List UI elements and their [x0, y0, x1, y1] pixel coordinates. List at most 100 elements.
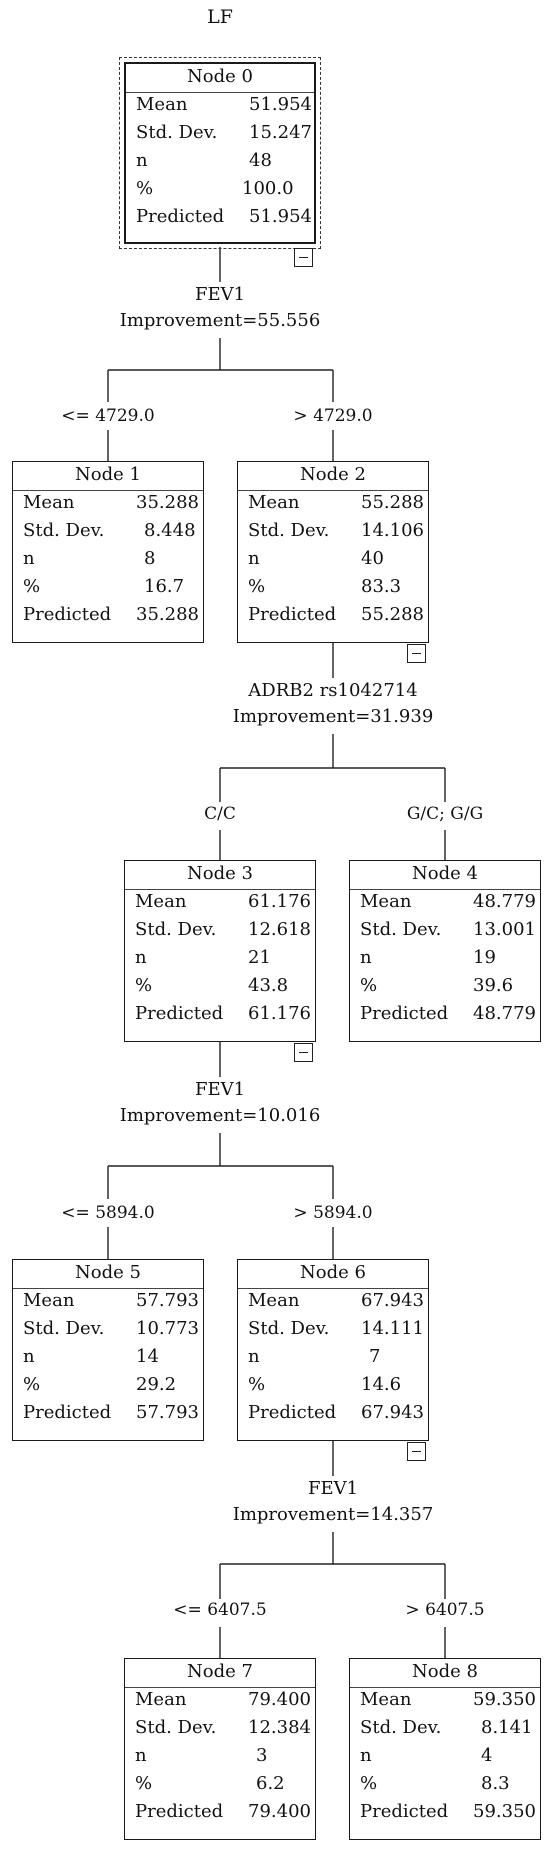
mean-label: Mean	[135, 1689, 187, 1710]
split-2-label: FEV1 Improvement=10.016	[90, 1077, 350, 1129]
mean-value: 67.943	[361, 1290, 424, 1311]
pred-value: 55.288	[361, 604, 424, 625]
collapse-node-6-button[interactable]	[407, 1442, 426, 1461]
pred-value: 61.176	[248, 1003, 311, 1024]
pct-label: %	[136, 178, 154, 199]
n-value: 40	[361, 548, 384, 569]
sd-row: Std. Dev.14.111	[248, 1318, 424, 1346]
pred-row: Predicted 79.400	[135, 1801, 311, 1829]
node-divider	[238, 490, 428, 491]
sd-value: 12.618	[248, 919, 311, 940]
pct-row: %6.2	[135, 1773, 307, 1801]
node-title: Node 1	[75, 464, 141, 485]
sd-label: Std. Dev.	[23, 520, 105, 541]
mean-label: Mean	[135, 891, 187, 912]
pred-label: Predicted	[23, 1402, 112, 1423]
mean-value: 35.288	[136, 492, 199, 513]
node-title: Node 6	[300, 1262, 366, 1283]
pred-value: 59.350	[473, 1801, 536, 1822]
pred-value: 67.943	[361, 1402, 424, 1423]
node-divider	[125, 1687, 315, 1688]
sd-label: Std. Dev.	[360, 919, 442, 940]
n-label: n	[360, 947, 372, 968]
branch-2-left-label: <= 5894.0	[61, 1203, 155, 1223]
split-3-label: FEV1 Improvement=14.357	[203, 1476, 463, 1528]
node-title: Node 7	[187, 1661, 253, 1682]
n-value: 8	[144, 548, 156, 569]
mean-value: 55.288	[361, 492, 424, 513]
pct-value: 8.3	[481, 1773, 510, 1794]
split-improvement: Improvement=14.357	[232, 1504, 434, 1525]
sd-row: Std. Dev. 12.618	[135, 919, 311, 947]
mean-label: Mean	[360, 1689, 412, 1710]
node-divider	[125, 889, 315, 890]
sd-row: Std. Dev.14.106	[248, 520, 424, 548]
mean-label: Mean	[23, 492, 75, 513]
pred-label: Predicted	[136, 206, 225, 227]
split-improvement: Improvement=31.939	[232, 706, 434, 727]
node-title: Node 4	[412, 863, 478, 884]
node-divider	[350, 1687, 540, 1688]
pred-label: Predicted	[135, 1801, 224, 1822]
sd-label: Std. Dev.	[136, 122, 218, 143]
mean-label: Mean	[360, 891, 412, 912]
pred-label: Predicted	[360, 1003, 449, 1024]
pred-value: 51.954	[249, 206, 312, 227]
mean-value: 61.176	[248, 891, 311, 912]
collapse-node-2-button[interactable]	[407, 644, 426, 663]
pred-value: 79.400	[248, 1801, 311, 1822]
n-label: n	[136, 150, 148, 171]
node-divider	[126, 92, 314, 93]
branch-3-right-label: > 6407.5	[405, 1600, 485, 1620]
pct-value: 14.6	[361, 1374, 402, 1395]
sd-row: Std. Dev.12.384	[135, 1717, 311, 1745]
sd-row: Std. Dev.10.773	[23, 1318, 199, 1346]
split-improvement: Improvement=55.556	[119, 310, 321, 331]
n-label: n	[135, 947, 147, 968]
sd-label: Std. Dev.	[248, 1318, 330, 1339]
pct-row: %8.3	[360, 1773, 532, 1801]
sd-value: 12.384	[248, 1717, 311, 1738]
node-title: Node 8	[412, 1661, 478, 1682]
mean-label: Mean	[248, 1290, 300, 1311]
branch-2-right-label: > 5894.0	[293, 1203, 373, 1223]
pct-value: 83.3	[361, 576, 402, 597]
pct-value: 43.8	[248, 975, 289, 996]
split-variable: ADRB2 rs1042714	[248, 680, 418, 701]
collapse-node-3-button[interactable]	[294, 1043, 313, 1062]
split-variable: FEV1	[194, 1079, 246, 1100]
pct-label: %	[248, 1374, 266, 1395]
node-title: Node 3	[187, 863, 253, 884]
mean-label: Mean	[23, 1290, 75, 1311]
sd-label: Std. Dev.	[135, 919, 217, 940]
sd-value: 13.001	[473, 919, 536, 940]
mean-row: Mean 67.943	[248, 1290, 424, 1318]
branch-1-left-label: C/C	[204, 804, 236, 824]
branch-0-right-label: > 4729.0	[293, 406, 373, 426]
n-value: 21	[248, 947, 271, 968]
collapse-node-0-button[interactable]	[294, 248, 313, 267]
node-title: Node 2	[300, 464, 366, 485]
pct-row: %43.8	[135, 975, 307, 1003]
